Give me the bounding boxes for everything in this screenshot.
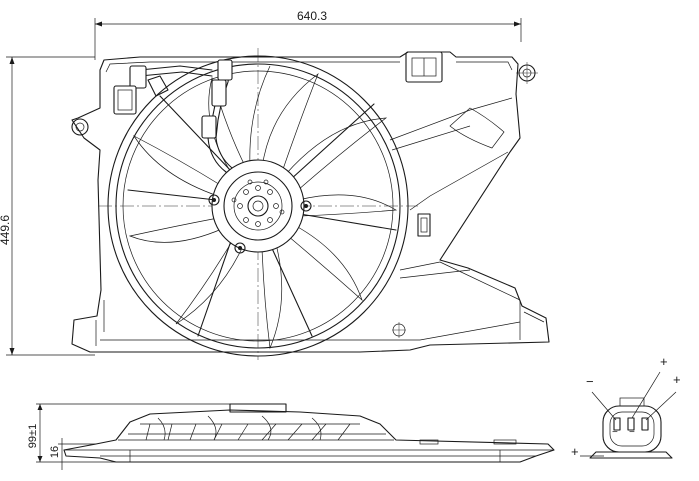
wiring-harness xyxy=(113,59,233,173)
motor-support-struts xyxy=(127,95,397,337)
height-dimension-label: 449.6 xyxy=(0,215,12,245)
connector-pinout: − + + + − − xyxy=(571,354,681,459)
pin-mark-middle: − xyxy=(629,427,635,438)
fan-side-view: 99±1 16 xyxy=(27,403,555,470)
height-dimension: 449.6 xyxy=(0,56,95,356)
pin-label-negative: − xyxy=(586,374,594,389)
pin-label-positive-1: + xyxy=(660,354,668,369)
pin-label-positive-3: + xyxy=(571,444,579,459)
offset-dimension-label: 16 xyxy=(49,446,61,458)
motor-hub xyxy=(208,159,312,254)
fan-front-view xyxy=(71,48,550,360)
pin-mark-left: − xyxy=(612,427,618,438)
depth-dimension-label: 99±1 xyxy=(27,424,39,448)
pin-label-positive-2: + xyxy=(673,372,681,387)
fan-blades xyxy=(128,65,398,350)
width-dimension-label: 640.3 xyxy=(297,9,327,23)
width-dimension: 640.3 xyxy=(94,9,522,60)
